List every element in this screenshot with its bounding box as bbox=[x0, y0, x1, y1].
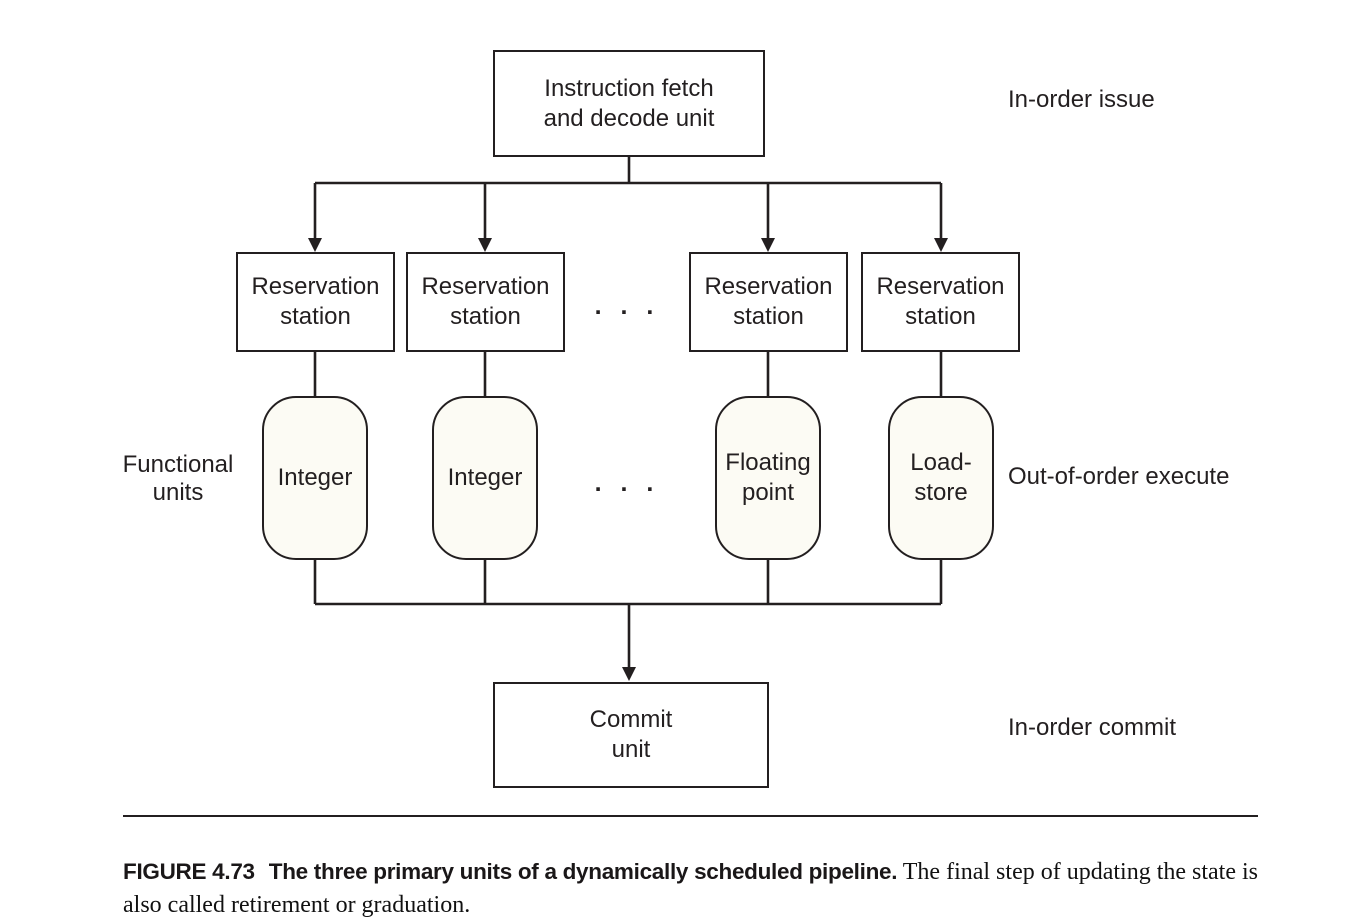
functional-unit-load-store-box: Load- store bbox=[888, 396, 994, 560]
commit-unit-label: Commit unit bbox=[589, 706, 673, 763]
functional-unit-label: Floating point bbox=[725, 449, 811, 506]
reservation-station-box-4: Reservation station bbox=[861, 252, 1020, 352]
caption-divider-rule bbox=[123, 815, 1258, 818]
arrowhead-icon bbox=[478, 238, 492, 252]
functional-unit-floating-point-box: Floating point bbox=[715, 396, 821, 560]
reservation-station-label: Reservation station bbox=[876, 273, 1005, 330]
out-of-order-execute-label: Out-of-order execute bbox=[1008, 463, 1230, 490]
instruction-fetch-decode-unit-box: Instruction fetch and decode unit bbox=[493, 50, 765, 157]
reservation-station-ellipsis: . . . bbox=[594, 292, 660, 320]
arrowhead-icon bbox=[761, 238, 775, 252]
functional-unit-label: Integer bbox=[277, 464, 353, 491]
instruction-fetch-decode-label: Instruction fetch and decode unit bbox=[543, 74, 715, 132]
arrowhead-icon bbox=[934, 238, 948, 252]
functional-unit-label: Load- store bbox=[910, 449, 972, 506]
figure-title: The three primary units of a dynamically… bbox=[268, 859, 898, 884]
in-order-commit-label: In-order commit bbox=[1008, 714, 1177, 741]
in-order-issue-label: In-order issue bbox=[1008, 86, 1155, 113]
figure-caption: FIGURE 4.73 The three primary units of a … bbox=[123, 855, 1263, 922]
figure-number: FIGURE 4.73 bbox=[123, 859, 255, 884]
functional-units-label: Functional units bbox=[122, 451, 234, 506]
arrowhead-icon bbox=[622, 667, 636, 681]
commit-unit-box: Commit unit bbox=[493, 682, 769, 788]
figure-caption-body: The final step of updating the state is … bbox=[123, 859, 1259, 918]
reservation-station-label: Reservation station bbox=[251, 273, 380, 330]
reservation-station-label: Reservation station bbox=[421, 273, 550, 330]
functional-unit-integer-1-box: Integer bbox=[262, 396, 368, 560]
reservation-station-box-2: Reservation station bbox=[406, 252, 565, 352]
reservation-station-box-3: Reservation station bbox=[689, 252, 848, 352]
arrowhead-icon bbox=[308, 238, 322, 252]
functional-unit-integer-2-box: Integer bbox=[432, 396, 538, 560]
functional-unit-label: Integer bbox=[447, 464, 523, 491]
reservation-station-box-1: Reservation station bbox=[236, 252, 395, 352]
functional-unit-ellipsis: . . . bbox=[594, 469, 660, 497]
reservation-station-label: Reservation station bbox=[704, 273, 833, 330]
